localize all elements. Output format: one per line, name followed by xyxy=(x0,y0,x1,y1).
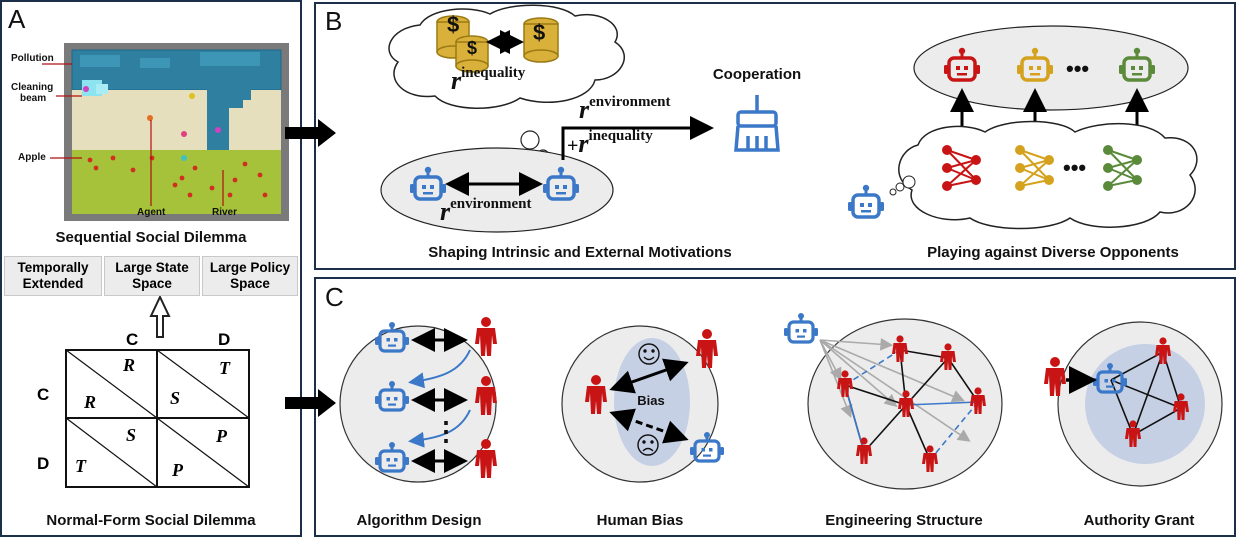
agent-dot xyxy=(181,155,187,161)
coin-stack-icon xyxy=(436,15,489,73)
neural-net-icon xyxy=(942,145,981,191)
label-apple: Apple xyxy=(18,152,46,163)
r-environment-top: renvironment xyxy=(579,94,671,125)
environment-sup: environment xyxy=(589,94,671,110)
cell-cd-lower: S xyxy=(170,388,181,408)
inequality-sup: inequality xyxy=(461,65,526,81)
inequality-sup: inequality xyxy=(588,128,653,144)
coin-dollar: $ xyxy=(447,12,460,37)
label-beam: beam xyxy=(20,93,47,104)
caption-shaping: Shaping Intrinsic and External Motivatio… xyxy=(428,244,732,261)
r-symbol: r xyxy=(451,66,462,95)
agent-dot xyxy=(181,131,187,137)
cell-dc-lower: T xyxy=(75,456,86,476)
neural-net-icon xyxy=(1015,145,1054,191)
r-environment-bottom: renvironment xyxy=(440,196,532,227)
up-arrow xyxy=(149,294,171,338)
r-inequality-cloud: rinequality xyxy=(451,65,525,96)
panel-a xyxy=(0,0,302,537)
feature-line1: Large State xyxy=(115,260,189,275)
ellipsis-nets: ••• xyxy=(1063,155,1087,180)
robot-icon xyxy=(1119,47,1155,82)
arrow-to-c xyxy=(285,389,336,417)
coin-dollar: $ xyxy=(533,20,546,45)
label-cleaning: Cleaning xyxy=(11,82,54,93)
robot-icon xyxy=(944,47,980,82)
cooperation-label: Cooperation xyxy=(712,66,802,83)
caption-human-bias: Human Bias xyxy=(596,512,684,529)
coin-dollar: $ xyxy=(467,38,478,58)
ellipsis-robots: ••• xyxy=(1066,56,1090,81)
agent-dot xyxy=(147,115,153,121)
cell-cd-upper: T xyxy=(219,358,230,378)
cell-dd-upper: P xyxy=(216,426,227,446)
caption-authority-grant: Authority Grant xyxy=(1083,512,1195,529)
agent-dot xyxy=(189,93,195,99)
feature-line2: Extended xyxy=(22,276,84,291)
robot-icon xyxy=(782,311,820,344)
caption-diverse: Playing against Diverse Opponents xyxy=(927,244,1179,261)
frown-icon xyxy=(637,434,659,456)
cell-cc-lower: R xyxy=(84,392,97,412)
label-river: River xyxy=(212,207,238,218)
feature-line2: Space xyxy=(132,276,172,291)
matrix-col-c: C xyxy=(126,330,139,349)
r-symbol: r xyxy=(579,95,590,124)
panel-a-letter: A xyxy=(8,4,26,34)
cell-dd-lower: P xyxy=(172,460,183,480)
nfsd-title: Normal-Form Social Dilemma xyxy=(46,512,256,529)
algorithm-circle xyxy=(339,325,497,483)
feature-line2: Space xyxy=(230,276,270,291)
matrix-row-d: D xyxy=(37,454,50,473)
grass-area xyxy=(72,150,281,214)
caption-algorithm-design: Algorithm Design xyxy=(356,512,482,529)
coin-stack-icon xyxy=(523,17,559,63)
robot-icon xyxy=(1017,47,1053,82)
panel-c-letter: C xyxy=(325,282,344,312)
environment-sup: environment xyxy=(450,196,532,212)
caption-engineering-structure: Engineering Structure xyxy=(825,512,983,529)
cell-cc-upper: R xyxy=(123,355,136,375)
bias-label: Bias xyxy=(637,393,665,408)
broom-icon xyxy=(734,95,780,152)
human-icon xyxy=(475,317,497,356)
vertical-ellipsis: ⋮ xyxy=(433,416,459,446)
plus-sign: + xyxy=(567,135,579,157)
matrix-row-c: C xyxy=(37,385,50,404)
feature-line1: Temporally xyxy=(17,260,89,275)
arrow-to-b xyxy=(285,119,336,147)
agent-dot xyxy=(215,127,221,133)
neural-net-icon xyxy=(1103,145,1142,191)
ssd-title: Sequential Social Dilemma xyxy=(55,229,247,246)
matrix-col-d: D xyxy=(218,330,231,349)
r-symbol: r xyxy=(440,197,451,226)
r-symbol: r xyxy=(578,129,589,158)
r-inequality-plus: +rinequality xyxy=(567,128,653,159)
river-channel xyxy=(207,88,229,150)
label-pollution: Pollution xyxy=(11,53,54,64)
apples xyxy=(87,155,268,198)
smiley-icon xyxy=(638,343,660,365)
cell-dc-upper: S xyxy=(126,425,137,445)
agent-dot xyxy=(83,86,89,92)
feature-line1: Large Policy xyxy=(209,260,291,275)
label-agent: Agent xyxy=(137,207,166,218)
network-cloud xyxy=(898,120,1198,230)
panel-b-letter: B xyxy=(325,6,343,36)
